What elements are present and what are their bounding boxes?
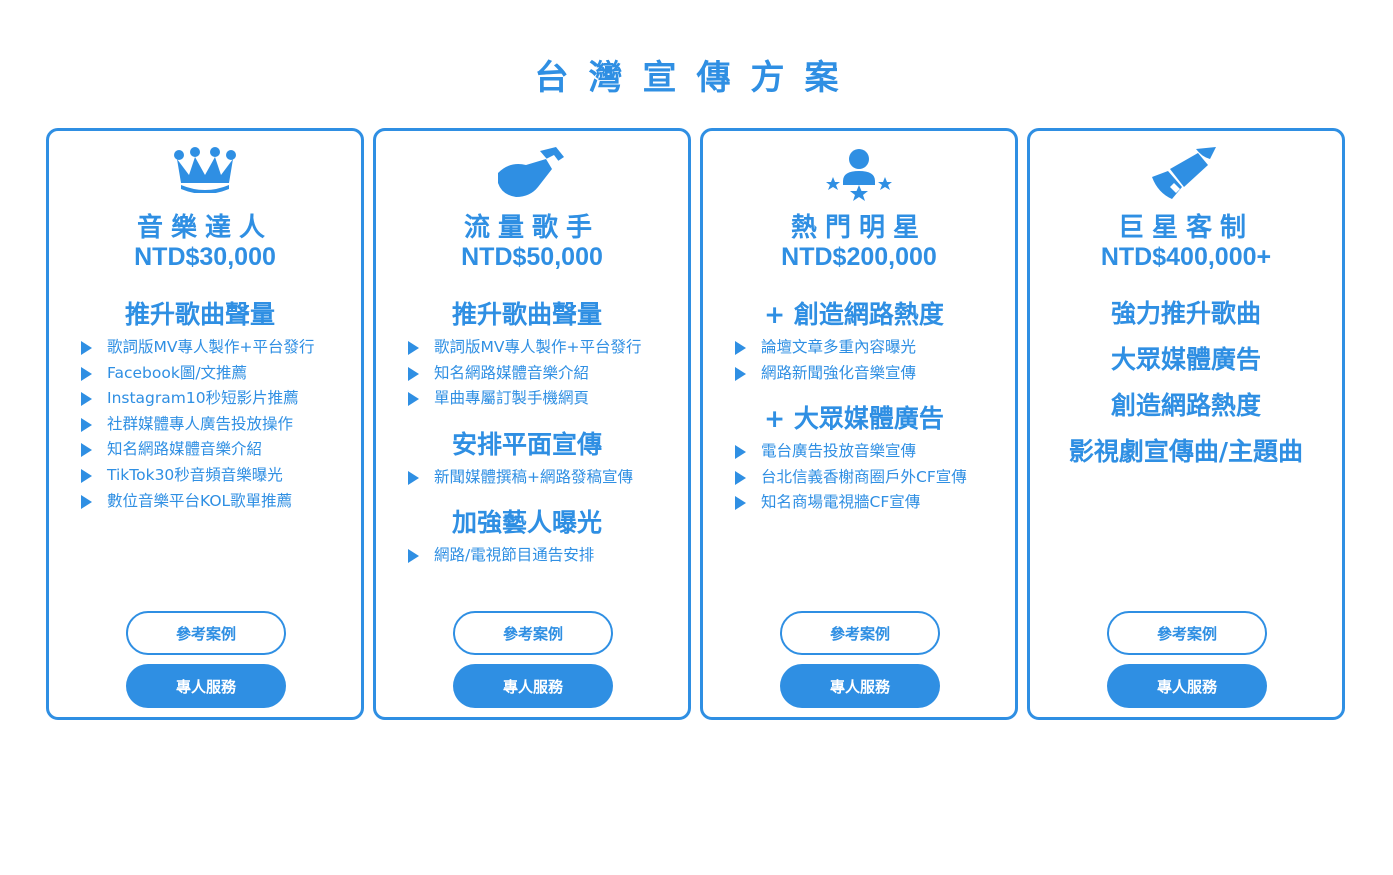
star-person-icon — [703, 147, 1015, 205]
list-item: Facebook圖/文推薦 — [49, 361, 361, 387]
plan-card-hot-star: 熱門明星 NTD$200,000 + 創造網路熱度 論壇文章多重內容曝光 網路新… — [700, 128, 1018, 720]
plan-name: 巨星客制 — [1117, 213, 1254, 243]
plan-price: NTD$30,000 — [134, 243, 276, 271]
section-heading: + 大眾媒體廣告 — [764, 404, 944, 433]
list-item: 台北信義香榭商圈戶外CF宣傳 — [703, 465, 1015, 491]
section-heading: 推升歌曲聲量 — [451, 300, 602, 329]
triangle-bullet-icon — [81, 341, 92, 355]
list-item: 知名網路媒體音樂介紹 — [49, 437, 361, 463]
plan-section: 安排平面宣傳 新聞媒體撰稿+網路發稿宣傳 — [376, 425, 688, 491]
list-item: 歌詞版MV專人製作+平台發行 — [49, 335, 361, 361]
triangle-bullet-icon — [735, 366, 746, 381]
plan-section: 推升歌曲聲量 歌詞版MV專人製作+平台發行 知名網路媒體音樂介紹 單曲專屬訂製手… — [376, 295, 688, 412]
crown-icon — [49, 147, 361, 205]
plan-cards: 音樂達人 NTD$30,000 推升歌曲聲量 歌詞版MV專人製作+平台發行 Fa… — [46, 128, 1348, 720]
reference-cases-button[interactable]: 參考案例 — [1107, 611, 1267, 655]
highlight-line: 大眾媒體廣告 — [1110, 345, 1261, 374]
triangle-bullet-icon — [81, 366, 92, 381]
triangle-bullet-icon — [81, 468, 92, 483]
reference-cases-button[interactable]: 參考案例 — [453, 611, 613, 655]
feature-list: 電台廣告投放音樂宣傳 台北信義香榭商圈戶外CF宣傳 知名商場電視牆CF宣傳 — [703, 439, 1015, 516]
triangle-bullet-icon — [408, 341, 419, 355]
triangle-bullet-icon — [735, 470, 746, 485]
plan-name: 熱門明星 — [790, 213, 927, 243]
personal-service-button[interactable]: 專人服務 — [453, 664, 613, 708]
feature-list: 歌詞版MV專人製作+平台發行 Facebook圖/文推薦 Instagram10… — [49, 335, 361, 514]
list-item: 電台廣告投放音樂宣傳 — [703, 439, 1015, 465]
plan-card-music-talent: 音樂達人 NTD$30,000 推升歌曲聲量 歌詞版MV專人製作+平台發行 Fa… — [46, 128, 364, 720]
triangle-bullet-icon — [735, 341, 746, 355]
triangle-bullet-icon — [408, 471, 419, 485]
plan-section: 推升歌曲聲量 歌詞版MV專人製作+平台發行 Facebook圖/文推薦 Inst… — [49, 295, 361, 514]
page-title: 台灣宣傳方案 — [534, 58, 859, 98]
list-item: Instagram10秒短影片推薦 — [49, 386, 361, 412]
list-item: 歌詞版MV專人製作+平台發行 — [376, 335, 688, 361]
reference-cases-button[interactable]: 參考案例 — [126, 611, 286, 655]
section-heading: 安排平面宣傳 — [451, 430, 602, 459]
reference-cases-button[interactable]: 參考案例 — [780, 611, 940, 655]
triangle-bullet-icon — [735, 496, 746, 511]
section-heading: + 創造網路熱度 — [764, 300, 944, 329]
plan-card-traffic-singer: 流量歌手 NTD$50,000 推升歌曲聲量 歌詞版MV專人製作+平台發行 知名… — [373, 128, 691, 720]
triangle-bullet-icon — [408, 549, 419, 563]
plan-section: + 創造網路熱度 論壇文章多重內容曝光 網路新聞強化音樂宣傳 — [703, 295, 1015, 386]
feature-list: 論壇文章多重內容曝光 網路新聞強化音樂宣傳 — [703, 335, 1015, 386]
feature-list: 網路/電視節目通告安排 — [376, 543, 688, 569]
list-item: 知名商場電視牆CF宣傳 — [703, 490, 1015, 516]
triangle-bullet-icon — [408, 392, 419, 407]
plan-section: 加強藝人曝光 網路/電視節目通告安排 — [376, 503, 688, 569]
plan-highlights: 強力推升歌曲 大眾媒體廣告 創造網路熱度 影視劇宣傳曲/主題曲 — [1030, 291, 1342, 475]
personal-service-button[interactable]: 專人服務 — [1107, 664, 1267, 708]
list-item: 網路新聞強化音樂宣傳 — [703, 361, 1015, 387]
highlight-line: 創造網路熱度 — [1110, 391, 1261, 420]
list-item: 網路/電視節目通告安排 — [376, 543, 688, 569]
plan-price: NTD$400,000+ — [1100, 243, 1272, 271]
list-item: 社群媒體專人廣告投放操作 — [49, 412, 361, 438]
section-heading: 加強藝人曝光 — [451, 508, 602, 537]
triangle-bullet-icon — [81, 417, 92, 432]
list-item: 論壇文章多重內容曝光 — [703, 335, 1015, 361]
personal-service-button[interactable]: 專人服務 — [780, 664, 940, 708]
plan-price: NTD$50,000 — [461, 243, 603, 271]
handshake-icon — [376, 147, 688, 205]
plan-name: 音樂達人 — [136, 213, 273, 243]
plan-section: + 大眾媒體廣告 電台廣告投放音樂宣傳 台北信義香榭商圈戶外CF宣傳 知名商場電… — [703, 399, 1015, 516]
personal-service-button[interactable]: 專人服務 — [126, 664, 286, 708]
plan-card-superstar-custom: 巨星客制 NTD$400,000+ 強力推升歌曲 大眾媒體廣告 創造網路熱度 影… — [1027, 128, 1345, 720]
triangle-bullet-icon — [408, 366, 419, 381]
list-item: 單曲專屬訂製手機網頁 — [376, 386, 688, 412]
feature-list: 新聞媒體撰稿+網路發稿宣傳 — [376, 465, 688, 491]
feature-list: 歌詞版MV專人製作+平台發行 知名網路媒體音樂介紹 單曲專屬訂製手機網頁 — [376, 335, 688, 412]
list-item: 數位音樂平台KOL歌單推薦 — [49, 489, 361, 515]
section-heading: 推升歌曲聲量 — [124, 300, 275, 329]
highlight-line: 強力推升歌曲 — [1110, 299, 1261, 328]
highlight-line: 影視劇宣傳曲/主題曲 — [1068, 437, 1304, 466]
plan-price: NTD$200,000 — [781, 243, 937, 271]
plan-name: 流量歌手 — [463, 213, 600, 243]
triangle-bullet-icon — [81, 392, 92, 407]
deal-hand-icon — [1030, 147, 1342, 205]
triangle-bullet-icon — [735, 445, 746, 459]
list-item: 新聞媒體撰稿+網路發稿宣傳 — [376, 465, 688, 491]
list-item: TikTok30秒音頻音樂曝光 — [49, 463, 361, 489]
triangle-bullet-icon — [81, 494, 92, 509]
triangle-bullet-icon — [81, 443, 92, 458]
list-item: 知名網路媒體音樂介紹 — [376, 361, 688, 387]
